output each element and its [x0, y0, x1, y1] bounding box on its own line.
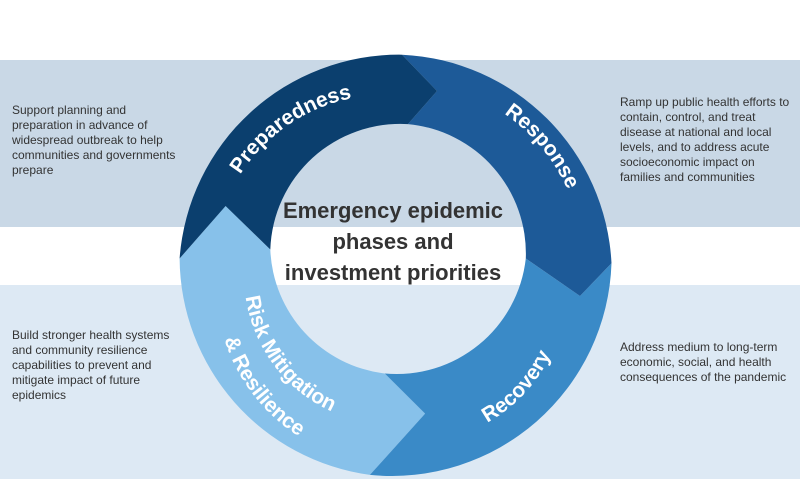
title-line-3: investment priorities — [284, 260, 502, 285]
preparedness-segment — [179, 54, 437, 259]
response-segment — [402, 54, 612, 297]
response-description: Ramp up public health efforts to contain… — [620, 95, 790, 184]
risk-mitigation-segment — [179, 206, 426, 475]
risk-mitigation-description: Build stronger health systems and commun… — [12, 328, 170, 402]
title-line-1: Emergency epidemic — [282, 198, 504, 223]
title-line-2: phases and — [332, 229, 454, 254]
recovery-segment — [369, 258, 612, 476]
diagram-title: Emergency epidemic phases and investment… — [278, 195, 508, 288]
preparedness-description: Support planning and preparation in adva… — [12, 103, 176, 177]
recovery-description: Address medium to long-term economic, so… — [620, 340, 787, 384]
